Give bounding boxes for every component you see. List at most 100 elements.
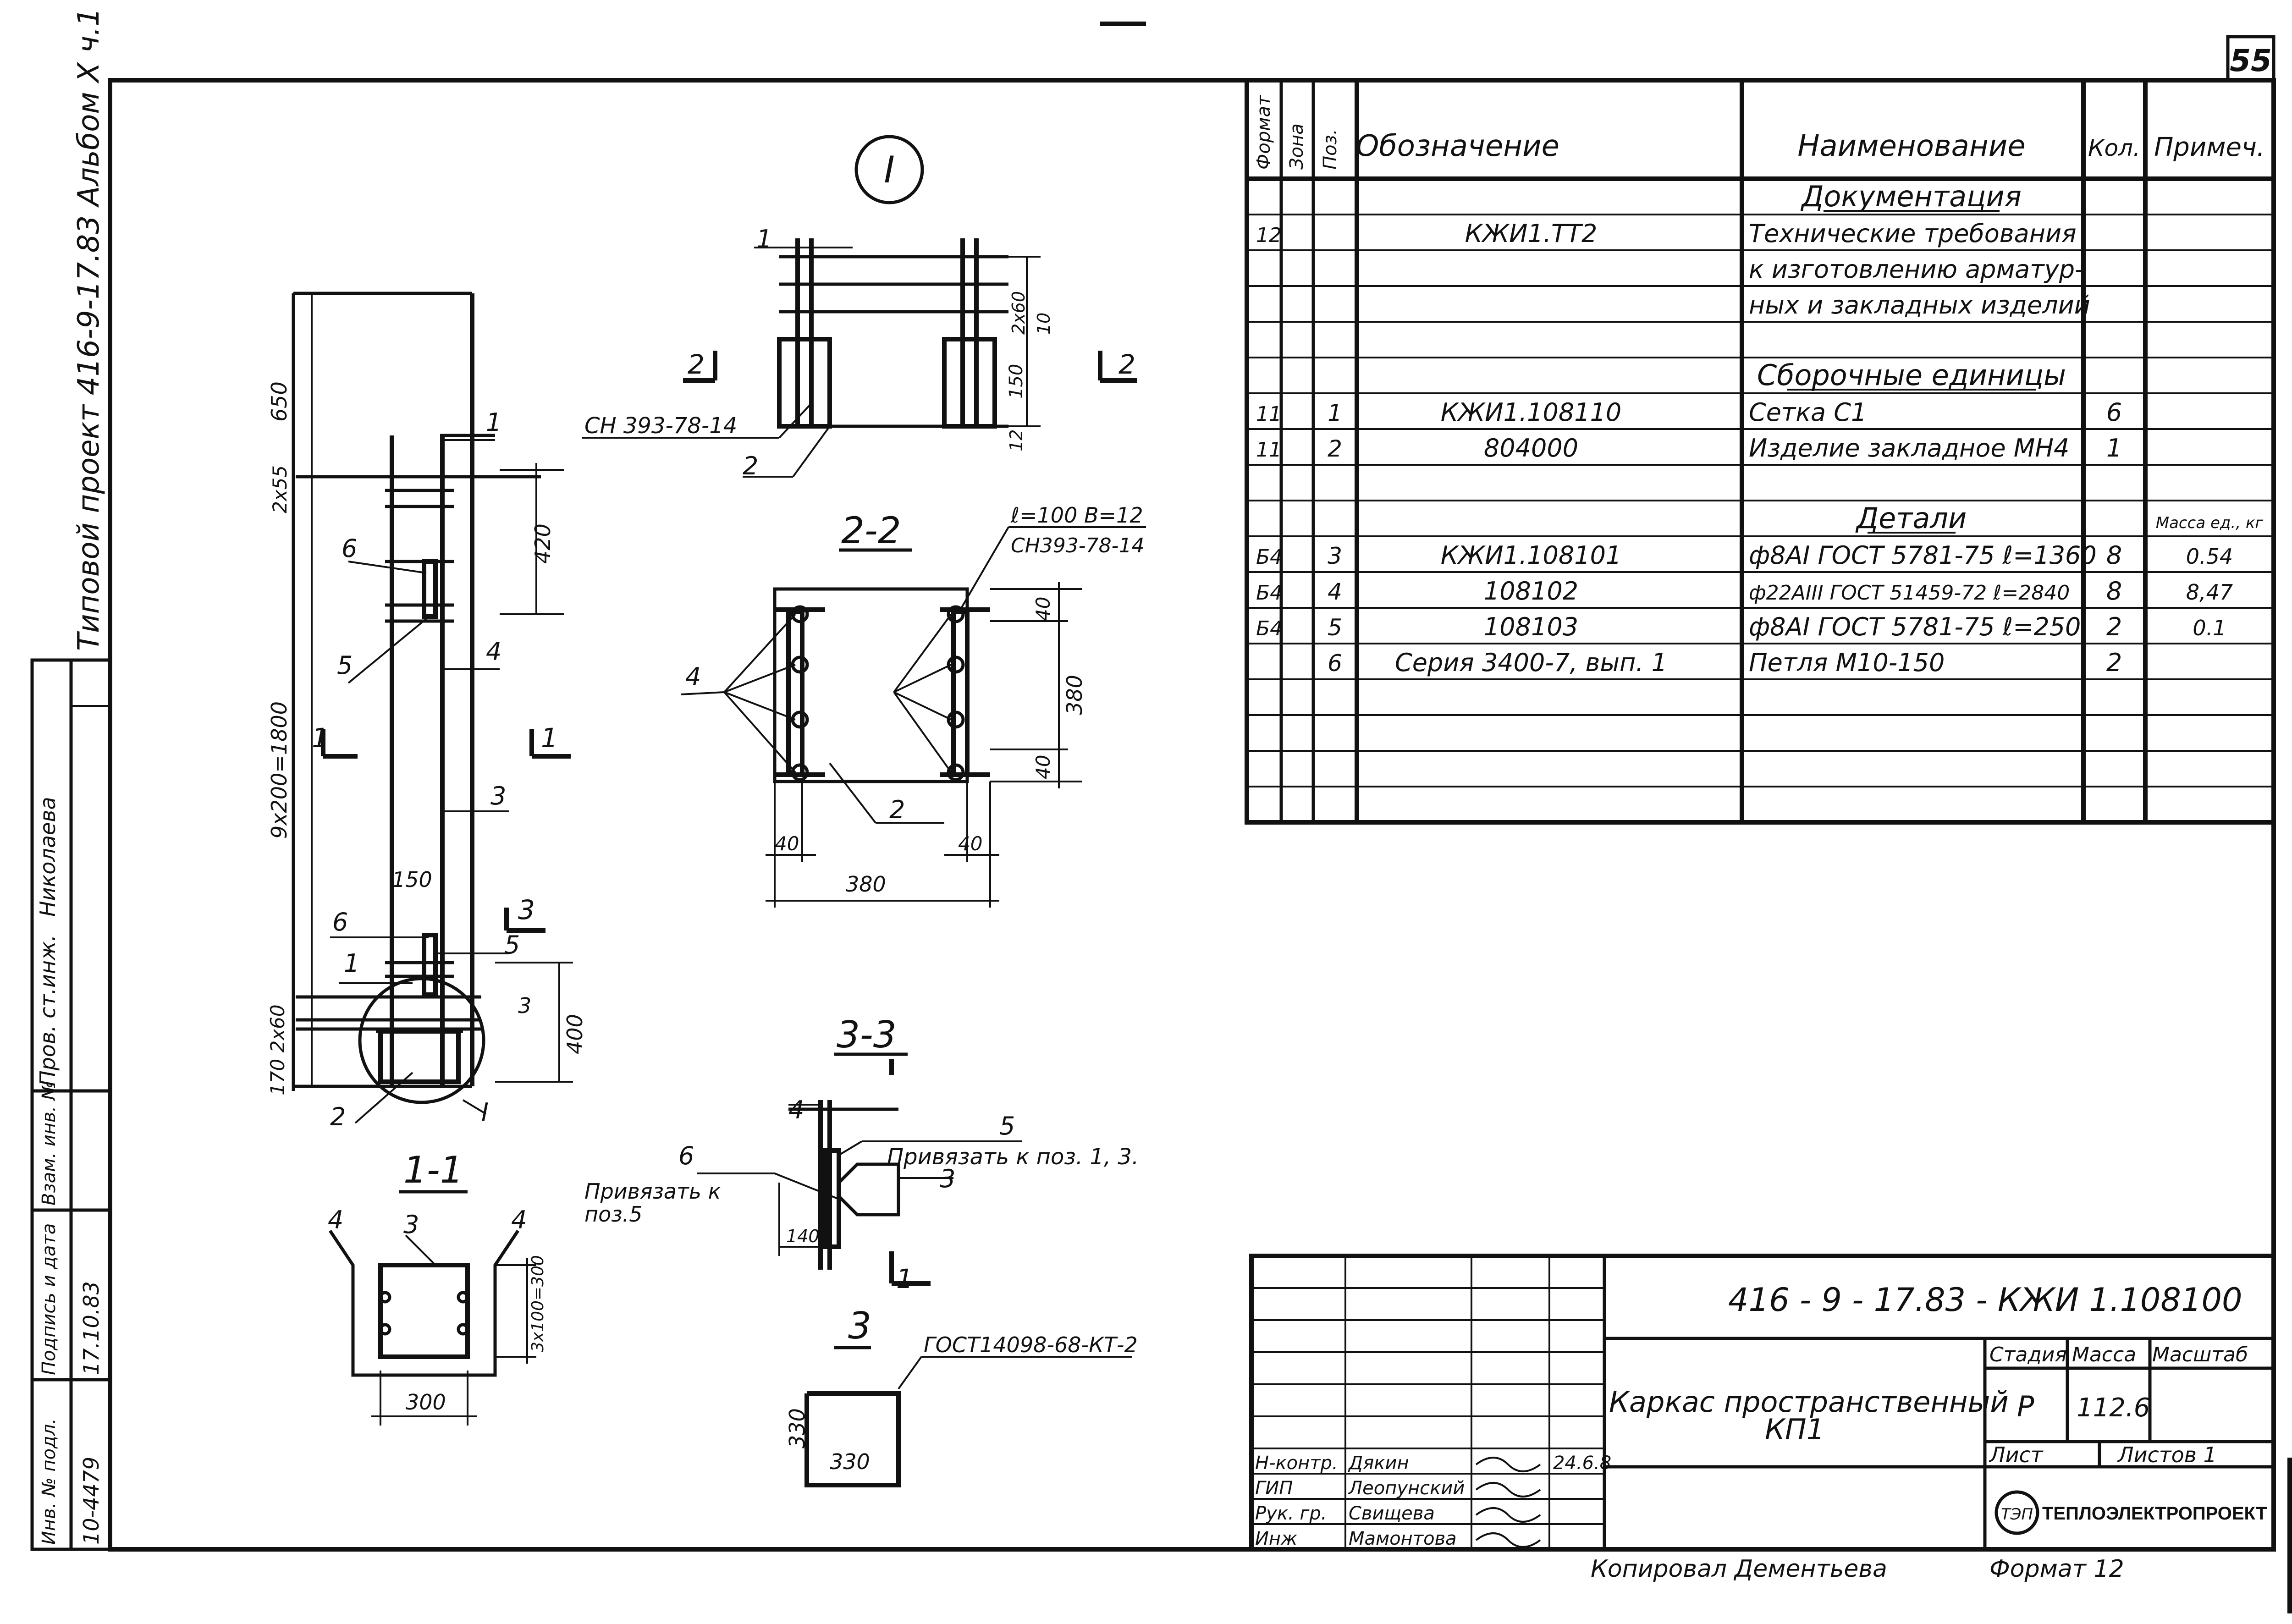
pos-4-a: 4 bbox=[486, 637, 501, 666]
spec-section-title: Документация bbox=[1800, 180, 2022, 213]
table-row: Документация bbox=[1800, 180, 2022, 213]
signature-mark bbox=[1475, 1532, 1541, 1548]
spec-cell-designation: КЖИ1.ТТ2 bbox=[1465, 219, 1598, 248]
spec-cell-pos: 2 bbox=[1328, 435, 1342, 462]
section-arrow-1-left: 1 bbox=[312, 722, 329, 754]
section-arrow-3: 3 bbox=[518, 894, 535, 925]
table-row: к изготовлению арматур- bbox=[1749, 255, 2083, 284]
dim-9x200: 9х200=1800 bbox=[267, 701, 292, 839]
spec-cell-format: 11 bbox=[1256, 438, 1282, 462]
dim-3-note: 3 bbox=[518, 993, 531, 1018]
org-name: ТЕПЛОЭЛЕКТРОПРОЕКТ bbox=[2042, 1503, 2267, 1524]
dim-650: 650 bbox=[267, 381, 292, 422]
field-inv-podl: Инв. № подл. bbox=[39, 1418, 60, 1545]
spec-cell-format: 11 bbox=[1256, 402, 1282, 426]
spec-cell-name: ф8АI ГОСТ 5781-75 ℓ=1360 bbox=[1749, 541, 2097, 570]
dim-330-vert: 330 bbox=[785, 1408, 810, 1448]
signer-name: Леопунский bbox=[1348, 1478, 1465, 1499]
pos-4-section33: 4 bbox=[788, 1096, 804, 1124]
format-footer: Формат 12 bbox=[1989, 1555, 2124, 1583]
dim-300-section11: 300 bbox=[406, 1390, 446, 1415]
detail-mark: I bbox=[884, 149, 895, 191]
spec-cell-pos: 1 bbox=[1328, 400, 1342, 426]
signer-row: Рук. гр.Свищева bbox=[1255, 1503, 1541, 1524]
dim-400: 400 bbox=[562, 1014, 587, 1054]
spec-header-zone: Зона bbox=[1286, 123, 1307, 170]
dim-380-22-horiz: 380 bbox=[846, 872, 886, 897]
weld-note-top: СН 393-78-14 bbox=[584, 413, 737, 439]
section-1-1-view: 1-1 3 4 4 3х100=300 300 bbox=[328, 1149, 547, 1426]
signature-mark bbox=[1475, 1482, 1541, 1497]
spec-cell-designation: Серия 3400-7, вып. 1 bbox=[1395, 648, 1667, 677]
spec-cell-designation: 108103 bbox=[1484, 612, 1578, 641]
field-vzam-inv: Взам. инв. № bbox=[39, 1081, 60, 1206]
dim-140-section33: 140 bbox=[786, 1226, 820, 1246]
spec-header-format: Формат bbox=[1253, 94, 1274, 170]
table-row: ных и закладных изделий bbox=[1749, 291, 2090, 319]
dim-380-22-vert: 380 bbox=[1062, 675, 1087, 715]
spec-cell-qty: 6 bbox=[2106, 398, 2122, 427]
pos-6-section33: 6 bbox=[678, 1141, 694, 1170]
dim-40-22-top: 40 bbox=[1032, 597, 1054, 621]
spec-cell-qty: 1 bbox=[2106, 434, 2122, 462]
spec-cell-designation: КЖИ1.108110 bbox=[1441, 398, 1622, 427]
pos-3-section11: 3 bbox=[403, 1210, 419, 1239]
date-value: 17.10.83 bbox=[79, 1281, 104, 1375]
spec-cell-qty: 2 bbox=[2106, 648, 2122, 677]
signer-role: Инж bbox=[1255, 1528, 1297, 1549]
dim-420: 420 bbox=[530, 523, 555, 564]
spec-cell-name: ф8АI ГОСТ 5781-75 ℓ=250 bbox=[1749, 612, 2081, 641]
section-3-3-view: 3-3 4 5 Привязать к поз. 1, 3. 3 6 Привя… bbox=[584, 1013, 1139, 1294]
spec-cell-qty: 2 bbox=[2106, 612, 2122, 641]
pos-1-b: 1 bbox=[344, 949, 359, 978]
pos-6-a: 6 bbox=[342, 534, 357, 563]
pos-4-section11-left: 4 bbox=[328, 1206, 343, 1234]
spec-cell-designation: 108102 bbox=[1484, 577, 1578, 606]
part-3-title: 3 bbox=[848, 1305, 871, 1347]
spec-cell-format: Б4 bbox=[1256, 545, 1283, 569]
part-3-view: 3 ГОСТ14098-68-КТ-2 330 330 bbox=[785, 1305, 1138, 1487]
spec-header-note: Примеч. bbox=[2154, 132, 2265, 162]
spec-cell-format: Б4 bbox=[1256, 581, 1283, 605]
pos-4-section22: 4 bbox=[685, 662, 701, 691]
spec-header-pos: Поз. bbox=[1320, 129, 1341, 170]
tie-note-6-line2: поз.5 bbox=[584, 1202, 643, 1227]
spec-cell-pos: 6 bbox=[1328, 650, 1342, 677]
spec-cell-qty: 8 bbox=[2106, 541, 2122, 570]
spec-cell-pos: 5 bbox=[1328, 614, 1342, 641]
signer-role: ГИП bbox=[1255, 1478, 1293, 1499]
section-arrow-2-right: 2 bbox=[1118, 349, 1135, 380]
pos-2-section22: 2 bbox=[889, 795, 905, 824]
detail-i-view: I 1 СН 393-78-14 2 2х60 10 150 12 2 2 bbox=[582, 135, 1137, 480]
pos-5-section33: 5 bbox=[999, 1112, 1015, 1140]
section-arrow-2-left: 2 bbox=[688, 349, 705, 380]
spec-cell-note: 8,47 bbox=[2186, 580, 2233, 605]
spec-cell-note: 0.1 bbox=[2193, 616, 2226, 640]
album-title: Типовой проект 416-9-17.83 Альбом X ч.1 bbox=[72, 8, 106, 651]
signer-date: 24.6.8 bbox=[1553, 1453, 1611, 1474]
org-logo-text: ТЭП bbox=[2001, 1505, 2033, 1524]
spec-cell-format: 12 bbox=[1256, 224, 1282, 247]
dim-150-detail: 150 bbox=[1006, 364, 1027, 399]
spec-cell-name: ных и закладных изделий bbox=[1749, 291, 2090, 319]
dim-2x55: 2х55 bbox=[269, 465, 291, 513]
spec-cell-designation: КЖИ1.108101 bbox=[1441, 541, 1622, 570]
weld-note-22: СН393-78-14 bbox=[1011, 534, 1145, 557]
dim-150: 150 bbox=[392, 867, 432, 892]
spec-cell-name: Сетка С1 bbox=[1749, 398, 1867, 427]
spec-cell-qty: 8 bbox=[2106, 577, 2122, 606]
spec-cell-pos: 3 bbox=[1328, 543, 1342, 569]
section-title-1-1: 1-1 bbox=[403, 1149, 463, 1191]
signer-row: ГИП Леопунский bbox=[1255, 1478, 1541, 1499]
signer-name: Свищева bbox=[1349, 1503, 1435, 1524]
mass-label: Масса bbox=[2072, 1343, 2136, 1366]
pos-6-b: 6 bbox=[332, 908, 348, 936]
